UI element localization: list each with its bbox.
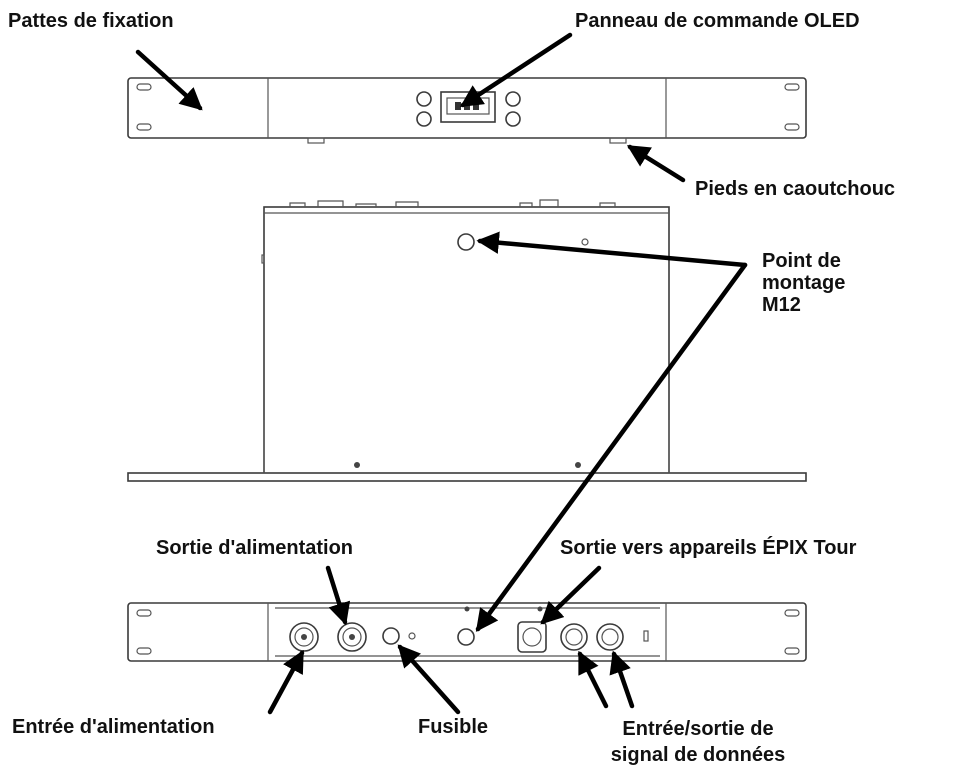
rear-view — [127, 602, 807, 662]
arrow-power-in — [267, 649, 305, 715]
arrow-fuse — [397, 644, 461, 715]
arrow-feet — [626, 144, 686, 183]
arrow-epix — [540, 565, 602, 625]
oled-display — [440, 91, 496, 123]
label-data-io-line2: signal de données — [610, 744, 786, 766]
data-io-connectors — [560, 623, 624, 651]
oled-panel-buttons — [416, 91, 521, 127]
label-power-input: Entrée d'alimentation — [12, 716, 215, 738]
arrow-oled — [459, 32, 573, 108]
front-view — [127, 77, 807, 144]
label-oled-panel: Panneau de commande OLED — [575, 10, 860, 32]
arrow-data-2 — [609, 650, 635, 709]
right-bracket-holes-front — [784, 83, 800, 131]
arrow-power-out — [325, 565, 351, 626]
callout-arrows — [135, 32, 748, 715]
label-fuse: Fusible — [418, 716, 489, 738]
power-output-connector — [337, 622, 367, 652]
label-rubber-feet: Pieds en caoutchouc — [695, 178, 896, 200]
power-input-connector — [289, 622, 319, 652]
label-m12-line1: Point de — [762, 250, 841, 272]
arrow-data-1 — [577, 650, 609, 709]
rubber-feet — [307, 137, 627, 144]
label-m12-line2: montage — [762, 272, 846, 294]
label-power-output: Sortie d'alimentation — [156, 537, 354, 559]
left-bracket-holes-front — [136, 83, 152, 131]
arrow-mount-top — [476, 231, 748, 268]
right-bracket-holes-rear — [784, 609, 800, 655]
m12-mount-point-top — [457, 233, 475, 251]
label-m12-mount-point: Point de montage M12 — [762, 250, 845, 316]
epix-output-connector — [517, 621, 547, 653]
top-view-rack-ears — [127, 472, 807, 482]
label-mounting-brackets: Pattes de fixation — [8, 10, 174, 32]
label-data-io: Entrée/sortie de signal de données — [578, 716, 818, 768]
arrow-brackets — [135, 49, 203, 111]
m12-mount-point-rear — [457, 628, 475, 646]
arrow-mount-rear — [475, 262, 748, 632]
fuse-holder — [382, 627, 416, 645]
label-epix-output: Sortie vers appareils ÉPIX Tour — [560, 537, 857, 559]
top-view — [127, 199, 807, 482]
label-data-io-line1: Entrée/sortie de — [622, 718, 774, 740]
left-bracket-holes-rear — [136, 609, 152, 655]
label-m12-line3: M12 — [762, 294, 801, 316]
